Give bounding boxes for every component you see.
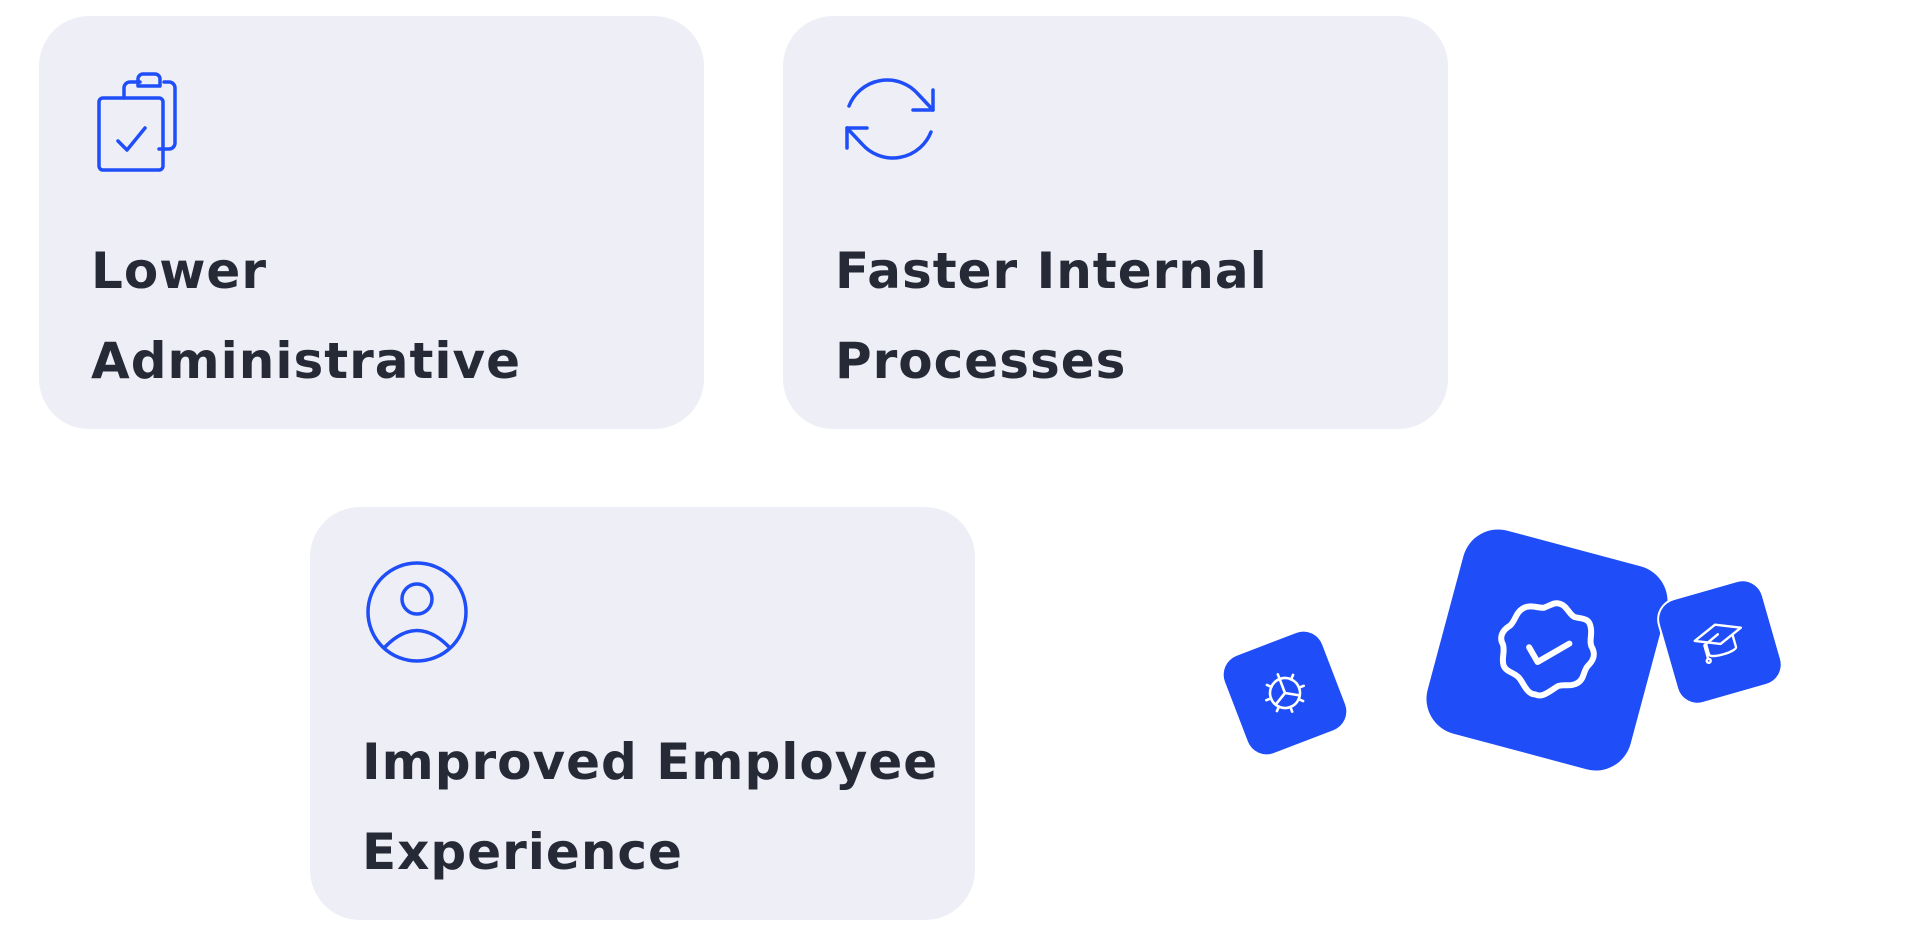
- verified-badge: [1418, 521, 1676, 779]
- benefit-card-faster-processes: Faster Internal Processes: [783, 16, 1448, 429]
- verified-badge-icon: [1498, 600, 1597, 699]
- gear-icon: [1265, 673, 1305, 713]
- graduation-cap-badge: [1651, 573, 1789, 711]
- gear-badge: [1217, 625, 1353, 761]
- card-title: Improved Employee Experience: [362, 733, 939, 881]
- card-title: Lower Administrative: [91, 242, 522, 390]
- refresh-arrows-icon: [835, 64, 945, 174]
- clipboard-check-icon: [91, 64, 201, 174]
- benefit-card-lower-administrative: Lower Administrative: [39, 16, 704, 429]
- graduation-cap-icon: [1693, 623, 1743, 665]
- benefit-card-employee-experience: Improved Employee Experience: [310, 507, 975, 920]
- card-title: Faster Internal Processes: [835, 242, 1268, 390]
- user-circle-icon: [362, 555, 472, 665]
